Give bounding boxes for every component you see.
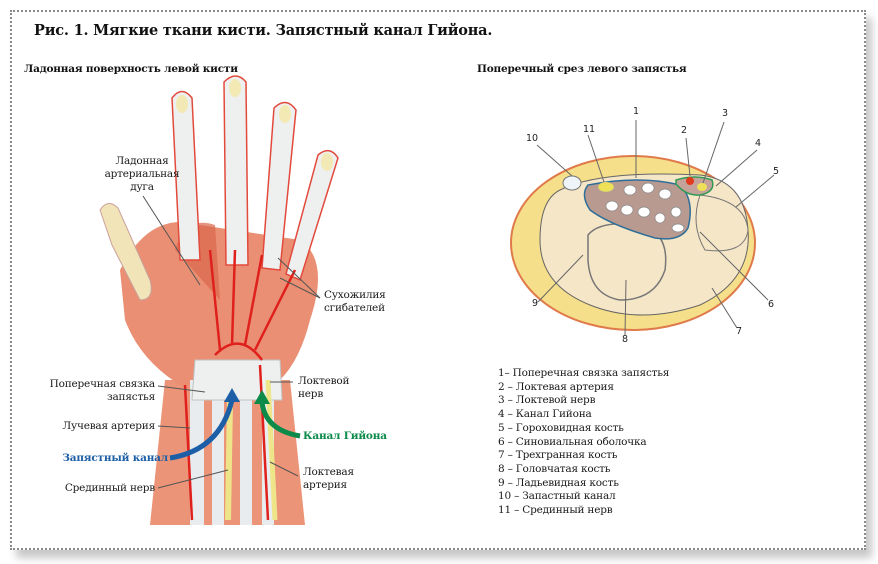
median-nerve-section: [597, 181, 615, 193]
figure-title: Рис. 1. Мягкие ткани кисти. Запястный ка…: [34, 22, 493, 39]
arteries: [183, 249, 297, 521]
tendons-section: [605, 182, 685, 233]
number-9: 9: [532, 298, 539, 309]
number-8: 8: [622, 334, 629, 345]
number-4: 4: [755, 138, 762, 149]
guyon-canal-arrow: [259, 401, 301, 439]
label-guyon-canal: Канал Гийона: [303, 430, 387, 442]
number-7: 7: [736, 326, 743, 337]
label-flexor-tendons: Сухожилия сгибателей: [324, 289, 386, 314]
guyon-canal-arrowhead: [254, 390, 270, 404]
legend-item: 9 – Ладьевидная кость: [498, 476, 619, 489]
carpal-tunnel-arrow: [169, 399, 235, 461]
carpal-tunnel-space: [562, 175, 582, 191]
wrist-cross-section: [510, 155, 756, 331]
legend-item: 4 – Канал Гийона: [498, 408, 592, 421]
fingers: [171, 75, 339, 282]
label-palmar-arch: Ладонная артериальная дуга: [104, 155, 180, 193]
number-10: 10: [526, 133, 539, 144]
left-panel-title: Ладонная поверхность левой кисти: [24, 63, 238, 75]
thumb: [99, 203, 152, 301]
legend-item: 2 – Локтевая артерия: [498, 380, 614, 393]
median-nerve: [225, 399, 233, 521]
legend-item: 6 – Синовиальная оболочка: [498, 435, 647, 448]
label-transverse-ligament: Поперечная связка запястья: [49, 378, 156, 403]
label-carpal-tunnel: Запястный канал: [62, 452, 168, 464]
ulnar-nerve-section: [697, 183, 707, 191]
carpal-tunnel-arrowhead: [224, 388, 240, 402]
section-leader-lines: [536, 120, 775, 336]
label-radial-artery: Лучевая артерия: [62, 420, 155, 432]
number-11: 11: [583, 124, 596, 135]
label-median-nerve: Срединный нерв: [64, 482, 155, 494]
number-5: 5: [773, 166, 780, 177]
cross-section-legend: 1– Поперечная связка запястья 2 – Локтев…: [498, 367, 669, 518]
ulnar-artery-section: [686, 177, 694, 185]
legend-item: 7 – Трехгранная кость: [498, 449, 618, 462]
legend-item: 11 – Срединный нерв: [498, 504, 613, 517]
legend-item: 8 – Головчатая кость: [498, 462, 611, 475]
right-panel-title: Поперечный срез левого запястья: [477, 63, 687, 75]
legend-item: 1– Поперечная связка запястья: [498, 367, 670, 379]
label-ulnar-artery: Локтевая артерия: [303, 466, 354, 491]
legend-item: 3 – Локтевой нерв: [498, 394, 596, 407]
number-1: 1: [633, 106, 640, 117]
pisiform-bone: [695, 194, 749, 252]
label-ulnar-nerve: Локтевой нерв: [298, 375, 350, 400]
leader-lines: [142, 195, 321, 489]
legend-item: 10 – Запастный канал: [498, 490, 616, 503]
legend-item: 5 – Гороховидная кость: [498, 421, 624, 434]
number-3: 3: [722, 108, 729, 119]
number-2: 2: [681, 125, 688, 136]
number-6: 6: [768, 299, 775, 310]
